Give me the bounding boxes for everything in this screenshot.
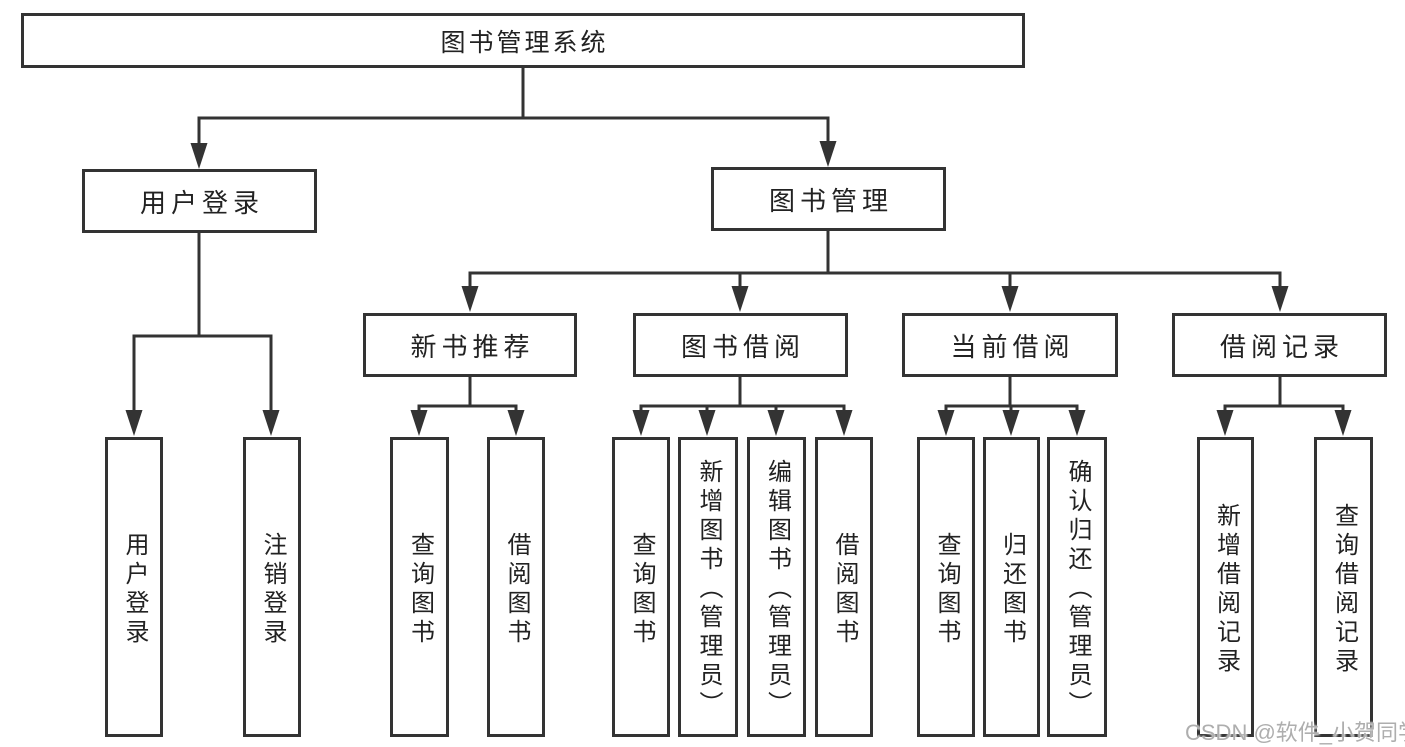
node-confirm-return-admin: 确认归还（管理员） — [1047, 437, 1107, 737]
node-user-login: 用户登录 — [82, 169, 317, 233]
node-borrow-books-borrowing: 借阅图书 — [815, 437, 873, 737]
node-query-borrow-record: 查询借阅记录 — [1314, 437, 1373, 737]
node-new-book-recommend: 新书推荐 — [363, 313, 577, 377]
node-label: 新书推荐 — [410, 331, 535, 362]
node-label: 编辑图书（管理员） — [763, 459, 791, 720]
node-query-books-current: 查询图书 — [917, 437, 975, 737]
node-label: 图书借阅 — [680, 331, 805, 362]
node-label: 归还图书 — [998, 531, 1026, 648]
node-label: 查询图书 — [628, 531, 655, 648]
node-label: 查询图书 — [406, 531, 434, 648]
node-label: 图书管理系统 — [440, 28, 609, 57]
node-current-borrowing: 当前借阅 — [902, 313, 1118, 377]
node-label: 图书管理 — [768, 185, 893, 216]
node-label: 借阅图书 — [831, 531, 858, 648]
node-borrow-books-recommend: 借阅图书 — [487, 437, 545, 737]
node-add-borrow-record: 新增借阅记录 — [1197, 437, 1254, 737]
node-label: 注销登录 — [259, 531, 286, 648]
node-label: 查询图书 — [933, 531, 960, 648]
node-borrowing-records: 借阅记录 — [1172, 313, 1387, 377]
node-label: 借阅记录 — [1219, 331, 1344, 362]
node-label: 当前借阅 — [950, 331, 1075, 362]
node-label: 借阅图书 — [503, 531, 530, 648]
node-book-borrowing: 图书借阅 — [633, 313, 848, 377]
node-add-books-admin: 新增图书（管理员） — [678, 437, 738, 737]
node-label: 新增借阅记录 — [1212, 502, 1240, 677]
node-query-books-recommend: 查询图书 — [390, 437, 449, 737]
node-query-books-borrowing: 查询图书 — [612, 437, 670, 737]
node-label: 新增图书（管理员） — [695, 459, 722, 720]
node-label: 用户登录 — [121, 531, 148, 648]
node-return-books: 归还图书 — [983, 437, 1040, 737]
node-user-login-leaf: 用户登录 — [105, 437, 163, 737]
csdn-watermark: CSDN @软件_小贺同学 — [1185, 720, 1405, 745]
node-logout: 注销登录 — [243, 437, 301, 737]
node-book-management: 图书管理 — [711, 167, 946, 231]
node-library-management-system: 图书管理系统 — [21, 13, 1025, 68]
node-label: 查询借阅记录 — [1330, 502, 1358, 677]
node-edit-books-admin: 编辑图书（管理员） — [747, 437, 806, 737]
node-label: 确认归还（管理员） — [1064, 459, 1091, 720]
node-label: 用户登录 — [139, 187, 264, 218]
